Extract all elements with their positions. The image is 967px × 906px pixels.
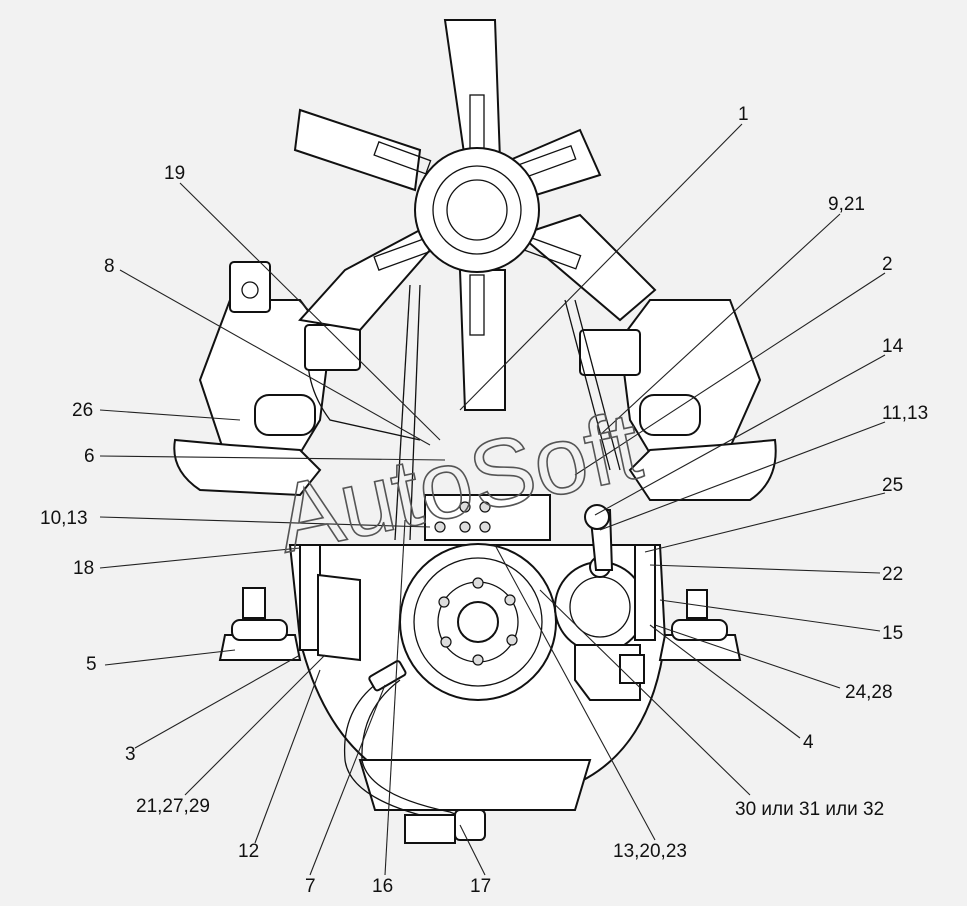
callout-label: 30 или 31 или 32 bbox=[735, 799, 884, 820]
callout-label: 19 bbox=[164, 163, 185, 184]
callout-label: 2 bbox=[882, 254, 893, 275]
callout-label: 22 bbox=[882, 564, 903, 585]
callout-label: 15 bbox=[882, 623, 903, 644]
callout-label: 12 bbox=[238, 841, 259, 862]
callout-label: 8 bbox=[104, 256, 115, 277]
callout-label: 26 bbox=[72, 400, 93, 421]
callout-label: 6 bbox=[84, 446, 95, 467]
callout-label: 24,28 bbox=[845, 682, 893, 703]
callout-label: 14 bbox=[882, 336, 904, 357]
engine-mounts bbox=[218, 544, 742, 662]
callout-labels: 1 9,21 2 14 11,13 25 22 15 24,28 4 30 ил… bbox=[40, 104, 928, 897]
callout-label: 9,21 bbox=[828, 194, 865, 215]
callout-label: 5 bbox=[86, 654, 97, 675]
callout-label: 11,13 bbox=[882, 403, 928, 424]
callout-label: 1 bbox=[738, 104, 749, 125]
callout-label: 17 bbox=[470, 876, 491, 897]
callout-label: 10,13 bbox=[40, 508, 88, 529]
leader-lines bbox=[99, 123, 886, 876]
callout-label: 13,20,23 bbox=[613, 841, 687, 862]
callout-label: 25 bbox=[882, 475, 903, 496]
callout-label: 21,27,29 bbox=[136, 796, 210, 817]
callout-label: 4 bbox=[803, 732, 814, 753]
hoses bbox=[343, 644, 645, 844]
callout-label: 3 bbox=[125, 744, 136, 765]
callout-label: 16 bbox=[372, 876, 393, 897]
callout-label: 18 bbox=[73, 558, 94, 579]
callout-label: 7 bbox=[305, 876, 316, 897]
